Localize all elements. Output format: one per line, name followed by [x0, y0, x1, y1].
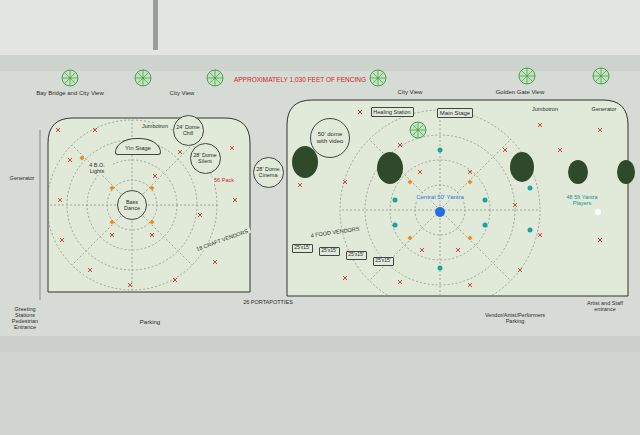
node-text: Healing Station: [373, 109, 410, 115]
dome-circle: 50' dome with video: [310, 118, 350, 158]
node-text: 28' Dome Silent: [193, 152, 217, 164]
vendor-box: 25'x15': [346, 251, 367, 260]
generator-label: Generator: [7, 175, 37, 181]
station-box: Healing Station: [371, 107, 414, 117]
screen-label: Jumbotron: [530, 106, 561, 112]
node-text: Bass Dance: [121, 199, 143, 211]
node-text: 25'x15': [348, 252, 364, 258]
parking-label: Parking: [137, 319, 163, 326]
yantra-label: Central 50' Yantra: [414, 194, 467, 201]
node-text: 50' dome with video: [315, 131, 345, 144]
dome-circle: 28' Dome Cinema: [253, 157, 284, 188]
toilet-label: 26 PORTAPOTTIES: [241, 299, 296, 305]
vendor-box: 25'x15': [373, 257, 394, 266]
node-text: 25'x15': [294, 245, 310, 251]
view-label: Bay Bridge and City View: [34, 90, 107, 97]
screen-label: Jumbotron: [140, 123, 171, 129]
node-text: 25'x15': [375, 258, 391, 264]
yantra-label: 48 5ft Yantra Players: [561, 194, 603, 206]
dome-circle: 28' Dome Silent: [190, 143, 221, 174]
fence-note: APPROXIMATELY 1,030 FEET OF FENCING: [231, 76, 369, 83]
lights-label: 4 B.O. Lights: [83, 162, 111, 174]
entrance-label: Greeting Stations Pedestrian Entrance: [3, 306, 47, 330]
vendor-box: 25'x15': [319, 247, 340, 256]
vendor-box: 25'x15': [292, 244, 313, 253]
view-label: City View: [395, 89, 425, 96]
node-text: 25'x15': [321, 248, 337, 254]
node-text: Main Stage: [440, 110, 470, 117]
generator-label: Generator: [589, 106, 619, 112]
stage-box: Main Stage: [437, 108, 473, 118]
dance-circle: Bass Dance: [117, 190, 147, 220]
entrance-label: Artist and Staff entrance: [585, 300, 625, 312]
node-text: 28' Dome Cinema: [256, 166, 280, 178]
view-label: Golden Gate View: [493, 89, 547, 96]
node-text: 24' Dome Chill: [176, 124, 200, 136]
dome-circle: 24' Dome Chill: [173, 115, 204, 146]
view-label: City View: [167, 90, 197, 97]
pack-label: 56 Pack: [212, 177, 237, 183]
node-text: Yin Stage: [125, 145, 151, 152]
parking-label: Vendor/Artist/Performers Parking: [479, 312, 551, 324]
